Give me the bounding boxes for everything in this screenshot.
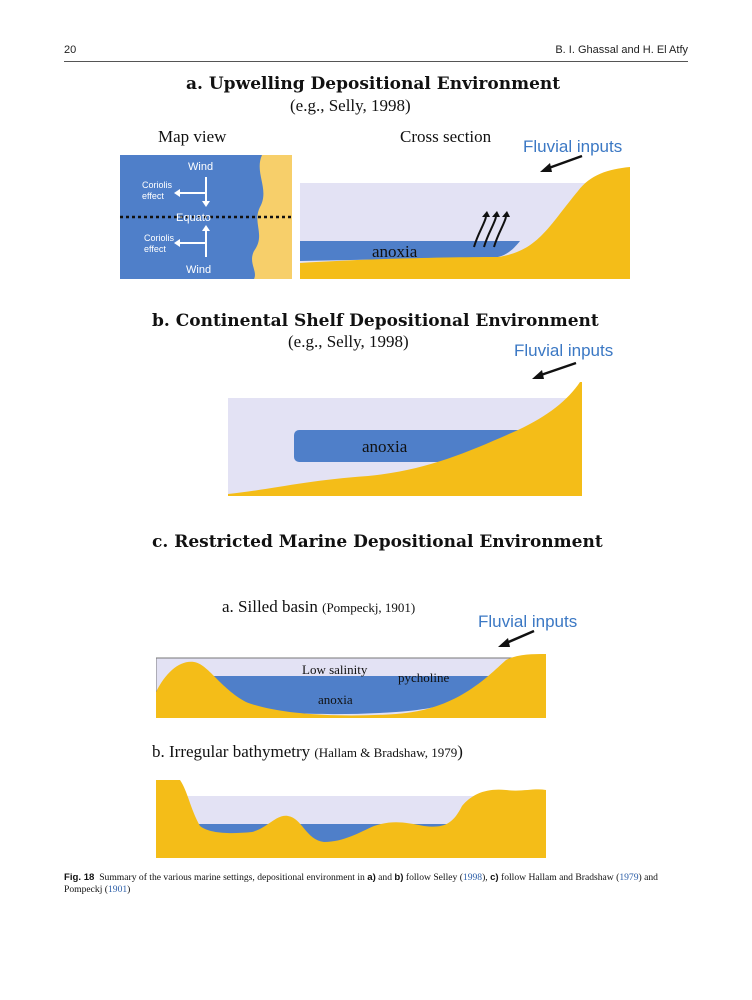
page-number: 20 [64, 44, 77, 56]
page-header: 20 B. I. Ghassal and H. El Atfy [64, 44, 688, 60]
irregular-bathymetry-label: b. Irregular bathymetry [152, 742, 311, 761]
coriolis-arrow-top-head [174, 189, 180, 197]
upwelling-arrow-1 [473, 216, 487, 248]
upwelling-cross-section: anoxia [300, 167, 630, 279]
panel-c-anoxia-label: anoxia [318, 692, 353, 707]
map-view-diagram: Wind Coriolis effect Equato Coriolis eff… [120, 155, 292, 279]
caption-and: and [375, 872, 395, 883]
panel-c-title: c. Restricted Marine Depositional Enviro… [152, 532, 603, 552]
silled-basin-label: a. Silled basin [222, 597, 318, 616]
pycholine-label: pycholine [398, 670, 449, 685]
caption-c: c) [490, 872, 499, 883]
irregular-bathymetry-ref: (Hallam & Bradshaw, 1979 [314, 745, 458, 760]
irregular-bathymetry-title: b. Irregular bathymetry (Hallam & Bradsh… [152, 742, 463, 762]
sediment-slope [300, 167, 630, 279]
silled-basin-ref: (Pompeckj, 1901) [322, 600, 416, 615]
upwelling-arrow-1-head [482, 211, 490, 217]
coriolis-arrow-bottom-head [174, 239, 180, 247]
caption-ref-1998[interactable]: 1998 [462, 872, 483, 883]
coriolis-bottom-label-2: effect [144, 244, 166, 254]
caption-a: a) [367, 872, 376, 883]
caption-text-6: ) [127, 884, 131, 895]
continental-shelf-diagram: anoxia [228, 382, 582, 496]
upwelling-arrow-3 [493, 216, 507, 248]
map-view-label: Map view [158, 127, 227, 146]
anoxia-layer [300, 241, 520, 261]
caption-ref-1979[interactable]: 1979 [619, 872, 639, 883]
upwelling-arrow-3-head [502, 211, 510, 217]
running-authors: B. I. Ghassal and H. El Atfy [555, 44, 688, 56]
wind-top-label: Wind [188, 161, 213, 173]
sill-sediment [156, 654, 546, 718]
low-salinity-label: Low salinity [302, 662, 368, 677]
caption-text-4: follow Hallam and Bradshaw ( [498, 872, 620, 883]
wind-arrow-bottom-head [202, 225, 210, 231]
panel-c-fluvial-label: Fluvial inputs [478, 612, 578, 631]
figure-caption: Fig. 18 Summary of the various marine se… [64, 872, 688, 896]
upwelling-arrow-2 [483, 216, 497, 248]
cross-section-label: Cross section [400, 127, 492, 146]
panel-b-title: b. Continental Shelf Depositional Enviro… [152, 311, 599, 331]
irregular-bathymetry-diagram [156, 780, 546, 858]
panel-c-fluvial-arrow [498, 629, 535, 647]
caption-ref-1901[interactable]: 1901 [107, 884, 128, 895]
anoxia-layer [206, 676, 500, 715]
irregular-bathymetry-ref-close: ) [457, 742, 463, 761]
panel-b-fluvial-arrow [532, 361, 577, 379]
irregular-sediment [156, 780, 546, 858]
panel-a-subtitle: (e.g., Selly, 1998) [290, 96, 411, 115]
caption-text-2: follow Selley ( [403, 872, 463, 883]
upwelling-arrow-2-head [492, 211, 500, 217]
equator-label: Equato [176, 212, 211, 224]
caption-text-5: ) and Pompeckj ( [64, 872, 658, 895]
panel-b-fluvial-label: Fluvial inputs [514, 341, 614, 360]
wind-bottom-label: Wind [186, 264, 211, 276]
panel-b-anoxia-label: anoxia [362, 437, 408, 456]
silled-basin-title: a. Silled basin (Pompeckj, 1901) [222, 597, 415, 617]
silled-basin-diagram: Low salinity pycholine anoxia [156, 654, 546, 718]
panel-a-anoxia-label: anoxia [372, 242, 418, 261]
panel-b-subtitle: (e.g., Selly, 1998) [288, 332, 409, 351]
panel-a-fluvial-arrow [540, 154, 583, 172]
shelf-sediment [228, 382, 582, 496]
panel-a-fluvial-label: Fluvial inputs [523, 137, 623, 156]
caption-label: Fig. 18 [64, 872, 95, 883]
coriolis-bottom-label-1: Coriolis [144, 233, 175, 243]
wind-arrow-top-head [202, 201, 210, 207]
panel-a-title: a. Upwelling Depositional Environment [186, 74, 561, 94]
caption-text-1: Summary of the various marine settings, … [99, 872, 368, 883]
coriolis-top-label-2: effect [142, 191, 164, 201]
coriolis-top-label-1: Coriolis [142, 180, 173, 190]
caption-b: b) [394, 872, 404, 883]
caption-text-3: ), [482, 872, 491, 883]
header-rule [64, 61, 688, 62]
